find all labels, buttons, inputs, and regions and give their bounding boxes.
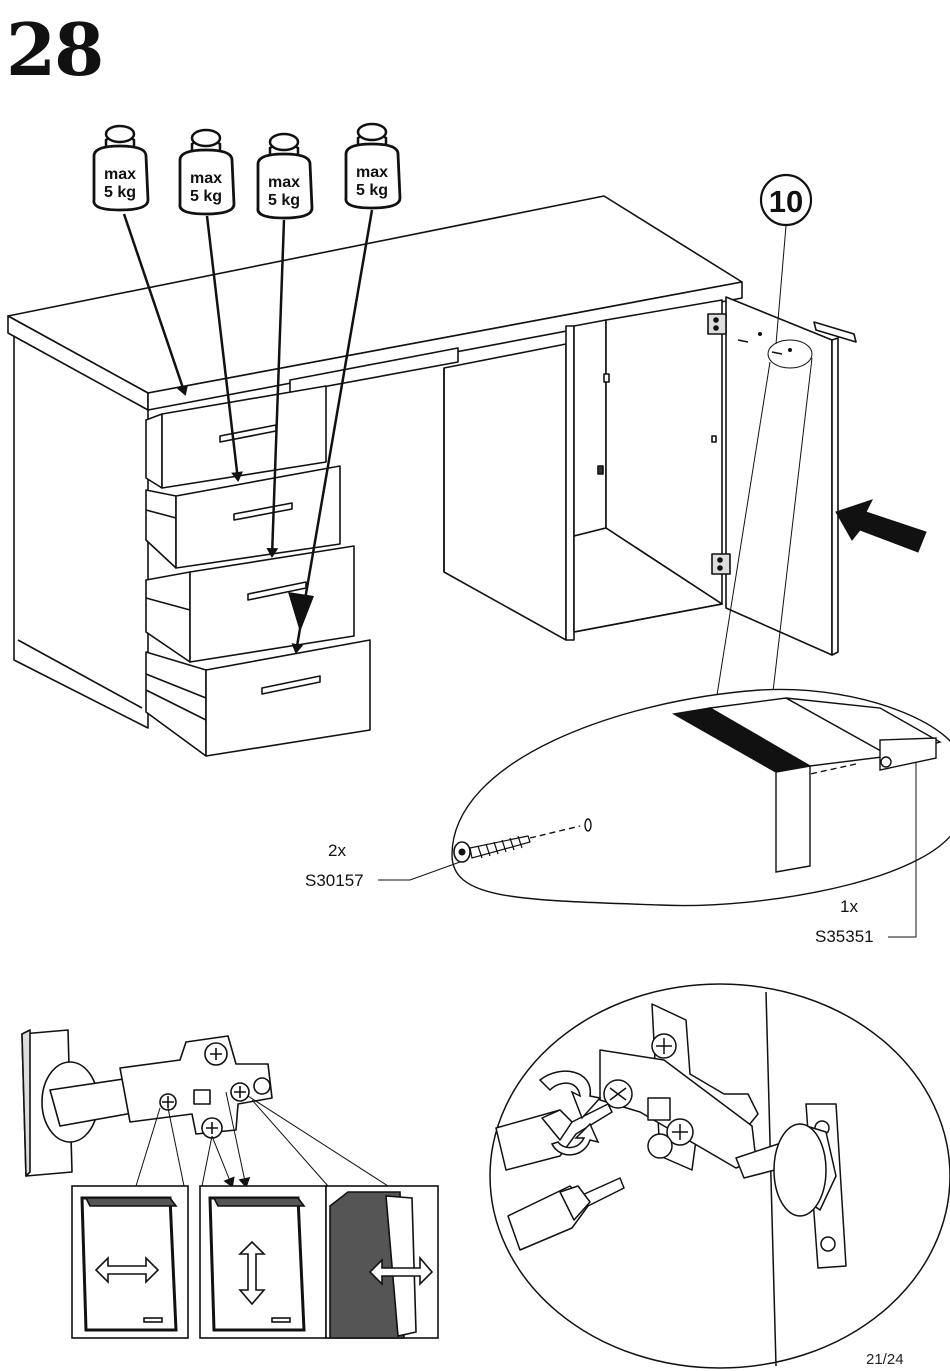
- weight-label-top: max: [268, 174, 300, 191]
- weight-label-top: max: [104, 166, 136, 183]
- step-number: 28: [6, 7, 104, 92]
- weight-label-top: max: [190, 170, 222, 187]
- weight-label-bottom: 5 kg: [268, 192, 300, 209]
- screw-icon: [453, 835, 531, 863]
- screw-code: S30157: [305, 871, 364, 890]
- screw-quantity: 2x: [328, 841, 346, 860]
- weight-icon: max 5 kg: [256, 132, 314, 220]
- detail-zoom: [451, 688, 950, 907]
- adjustment-connectors: [135, 1091, 389, 1188]
- arrow-icon: [835, 499, 927, 553]
- weight-arrows: [122, 209, 374, 654]
- vertical-adjust-icon: [199, 1185, 327, 1339]
- rotate-icon: [538, 1070, 602, 1156]
- depth-adjust-icon: [325, 1185, 439, 1339]
- weights: max 5 kg max 5 kg max 5 kg max 5 kg: [92, 122, 402, 220]
- part-callout: 10: [759, 173, 813, 345]
- weight-label-bottom: 5 kg: [190, 188, 222, 205]
- hinge-icon: [21, 1029, 273, 1177]
- page-number: 21/24: [866, 1351, 904, 1368]
- arrow-icon: [291, 209, 374, 654]
- stopper-code: S35351: [815, 927, 874, 946]
- desk: [7, 195, 857, 729]
- arrow-icon: [205, 215, 244, 482]
- adjustment-guide: [21, 1029, 439, 1339]
- weight-label-bottom: 5 kg: [104, 184, 136, 201]
- screwdriver-icon: [495, 1103, 625, 1251]
- weight-icon: max 5 kg: [178, 128, 236, 216]
- arrow-icon: [266, 219, 286, 558]
- leaders: [378, 762, 917, 938]
- part-number: 10: [769, 184, 803, 219]
- arrow-icon: [288, 592, 314, 632]
- stopper-quantity: 1x: [840, 897, 858, 916]
- arrow-icon: [122, 213, 189, 396]
- weight-icon: max 5 kg: [92, 124, 150, 212]
- horizontal-adjust-icon: [71, 1185, 189, 1339]
- weight-icon: max 5 kg: [344, 122, 402, 210]
- detail-link: [713, 339, 813, 715]
- weight-label-top: max: [356, 164, 388, 181]
- drawers: [145, 385, 371, 757]
- hinge-detail: [489, 983, 950, 1369]
- weight-label-bottom: 5 kg: [356, 182, 388, 199]
